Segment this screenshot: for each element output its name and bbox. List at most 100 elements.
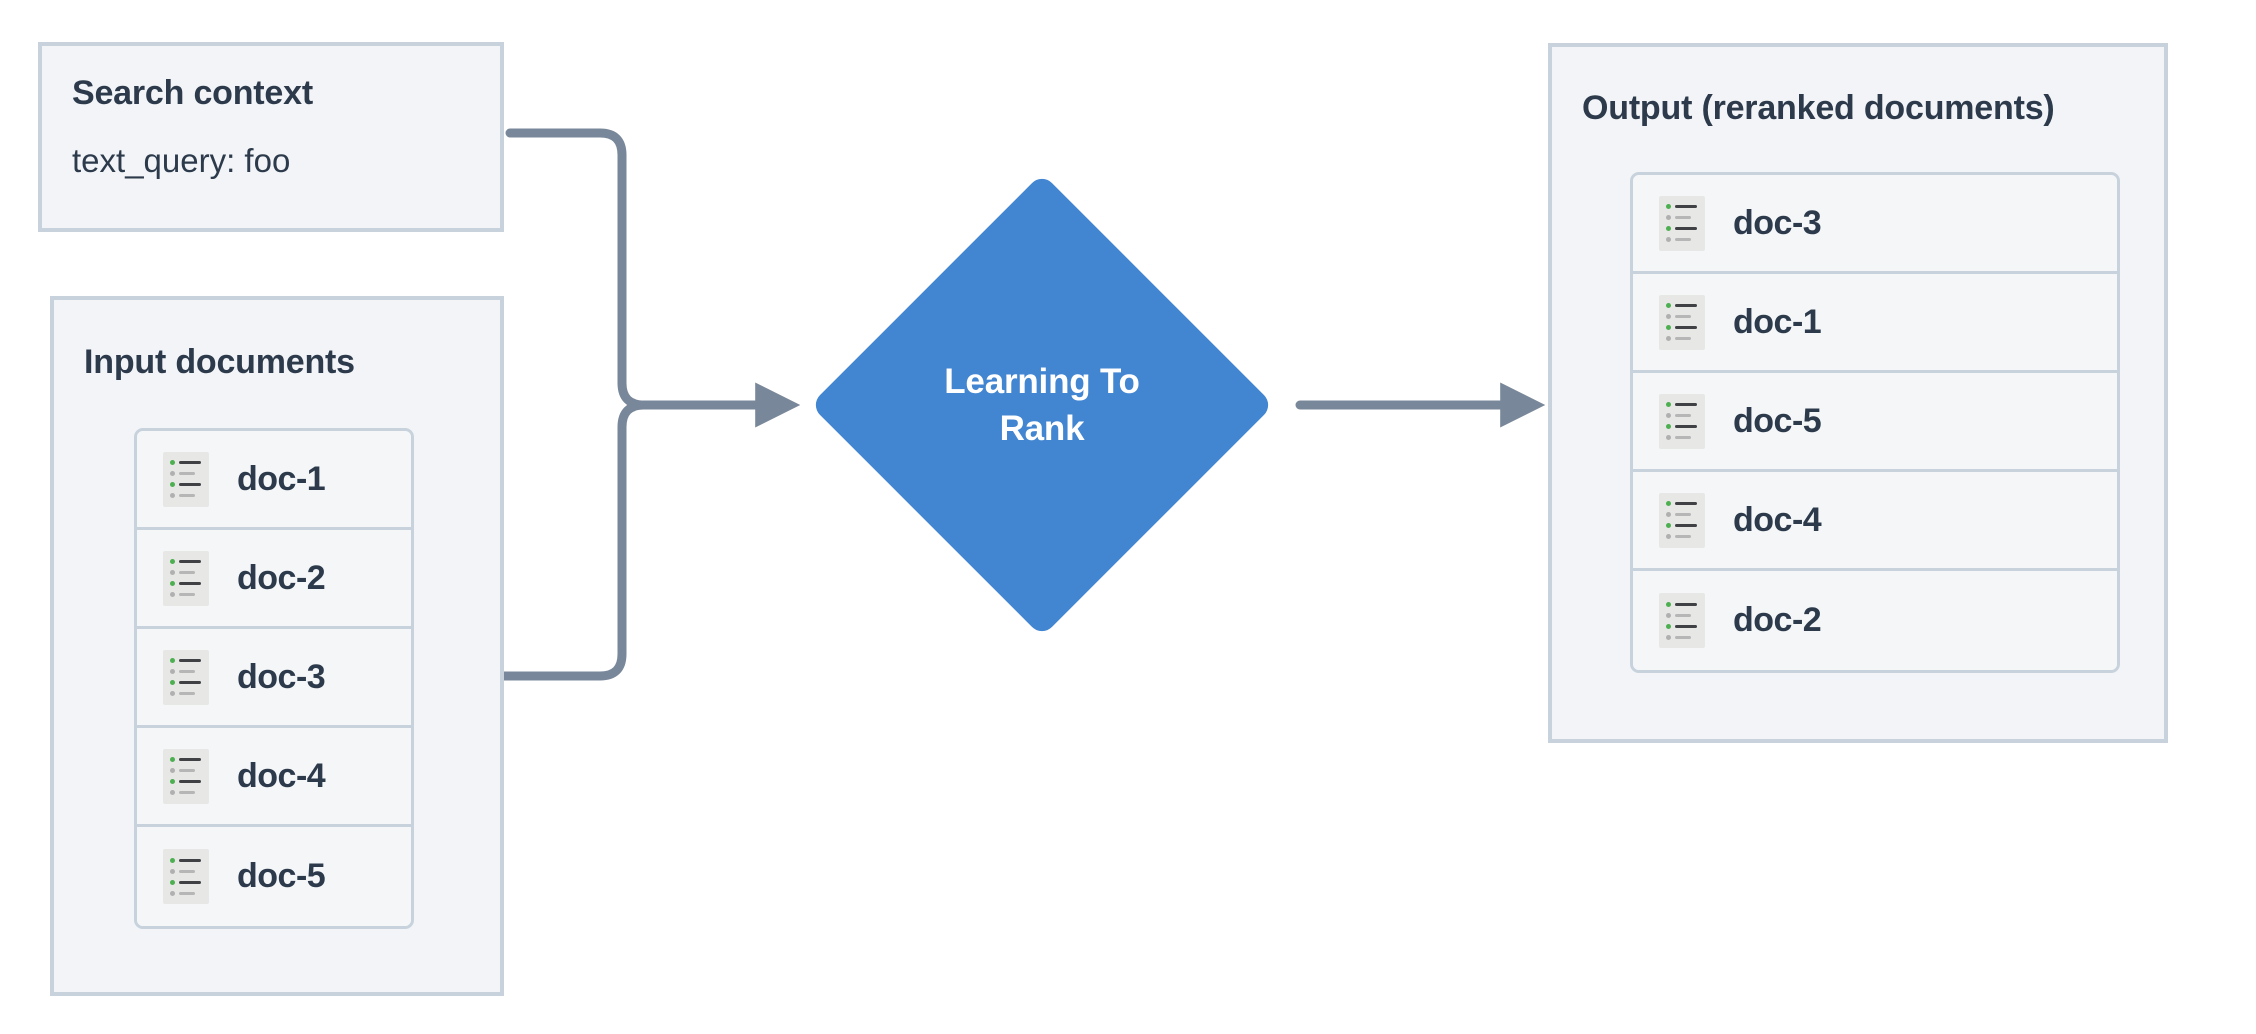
icon-rule <box>1675 425 1697 428</box>
document-list-icon <box>163 550 209 606</box>
icon-rule <box>179 791 195 794</box>
icon-line <box>1666 521 1698 530</box>
icon-rule <box>1675 227 1697 230</box>
icon-line <box>170 856 202 865</box>
icon-bullet <box>1666 601 1671 607</box>
icon-bullet <box>1666 612 1671 618</box>
icon-rule <box>179 758 201 761</box>
document-row[interactable]: doc-2 <box>137 530 411 629</box>
icon-line <box>1666 622 1698 631</box>
icon-bullet <box>170 592 175 597</box>
icon-bullet <box>1666 413 1671 418</box>
icon-bullet <box>170 559 175 564</box>
icon-rule <box>179 858 201 862</box>
icon-bullet <box>170 857 175 863</box>
document-list-icon <box>163 451 209 507</box>
icon-line <box>1666 400 1698 409</box>
icon-line <box>1666 334 1698 343</box>
icon-bullet <box>170 890 175 896</box>
icon-line <box>170 755 202 764</box>
icon-rule <box>1675 513 1691 516</box>
document-row[interactable]: doc-5 <box>1633 373 2117 472</box>
document-row[interactable]: doc-2 <box>1633 571 2117 670</box>
icon-line <box>1666 611 1698 620</box>
learning-to-rank-label: Learning To Rank <box>810 173 1274 637</box>
document-label: doc-3 <box>1733 203 1822 242</box>
icon-rule <box>1675 238 1691 241</box>
search-context-title: Search context <box>72 74 313 112</box>
document-label: doc-1 <box>1733 302 1822 341</box>
icon-bullet <box>170 669 175 674</box>
icon-line <box>1666 213 1698 222</box>
icon-rule <box>179 880 201 884</box>
icon-rule <box>1675 216 1691 219</box>
node-label-line2: Rank <box>999 409 1085 448</box>
icon-line <box>1666 499 1698 508</box>
icon-rule <box>179 582 201 585</box>
icon-line <box>170 689 202 698</box>
icon-line <box>170 867 202 876</box>
icon-line <box>170 766 202 775</box>
icon-rule <box>1675 524 1697 527</box>
icon-bullet <box>170 460 175 465</box>
icon-bullet <box>170 680 175 685</box>
icon-line <box>1666 433 1698 442</box>
icon-rule <box>179 692 195 695</box>
icon-line <box>1666 532 1698 541</box>
icon-rule <box>179 891 195 895</box>
icon-rule <box>179 472 195 475</box>
document-row[interactable]: doc-1 <box>137 431 411 530</box>
icon-line <box>170 889 202 898</box>
icon-line <box>170 557 202 566</box>
icon-bullet <box>170 471 175 476</box>
icon-rule <box>179 769 195 772</box>
icon-line <box>1666 411 1698 420</box>
document-list-icon <box>163 849 209 904</box>
icon-rule <box>179 659 201 662</box>
document-row[interactable]: doc-4 <box>1633 472 2117 571</box>
icon-bullet <box>1666 523 1671 528</box>
connector-input-documents-to-node <box>497 400 695 681</box>
search-context-query: text_query: foo <box>72 142 291 179</box>
document-list-icon <box>1659 294 1705 350</box>
icon-line <box>170 667 202 676</box>
icon-rule <box>1675 304 1697 307</box>
node-label-line1: Learning To <box>944 361 1140 401</box>
icon-line <box>1666 510 1698 519</box>
document-label: doc-3 <box>237 657 326 696</box>
document-list-icon <box>1659 593 1705 648</box>
document-row[interactable]: doc-4 <box>137 728 411 827</box>
document-list-icon <box>163 748 209 804</box>
search-context-panel: Search context text_query: foo <box>38 42 504 232</box>
icon-bullet <box>170 779 175 784</box>
icon-line <box>1666 600 1698 609</box>
icon-line <box>1666 422 1698 431</box>
icon-bullet <box>170 482 175 487</box>
icon-bullet <box>1666 325 1671 330</box>
icon-rule <box>1675 535 1691 538</box>
icon-line <box>1666 202 1698 211</box>
document-row[interactable]: doc-1 <box>1633 274 2117 373</box>
icon-bullet <box>170 581 175 586</box>
document-row[interactable]: doc-5 <box>137 827 411 926</box>
document-label: doc-4 <box>1733 500 1822 539</box>
icon-rule <box>1675 502 1697 505</box>
document-label: doc-5 <box>237 857 326 895</box>
document-row[interactable]: doc-3 <box>137 629 411 728</box>
icon-line <box>170 878 202 887</box>
icon-rule <box>1675 403 1697 406</box>
icon-line <box>1666 301 1698 310</box>
icon-line <box>170 777 202 786</box>
icon-bullet <box>1666 336 1671 341</box>
icon-bullet <box>1666 215 1671 220</box>
learning-to-rank-node[interactable]: Learning To Rank <box>810 173 1274 637</box>
icon-bullet <box>1666 226 1671 231</box>
document-row[interactable]: doc-3 <box>1633 175 2117 274</box>
icon-bullet <box>1666 623 1671 629</box>
icon-rule <box>1675 624 1697 628</box>
output-documents-list: doc-3 doc-1 doc-5 doc-4 doc-2 <box>1630 172 2120 673</box>
document-label: doc-2 <box>1733 601 1822 639</box>
icon-rule <box>1675 635 1691 639</box>
